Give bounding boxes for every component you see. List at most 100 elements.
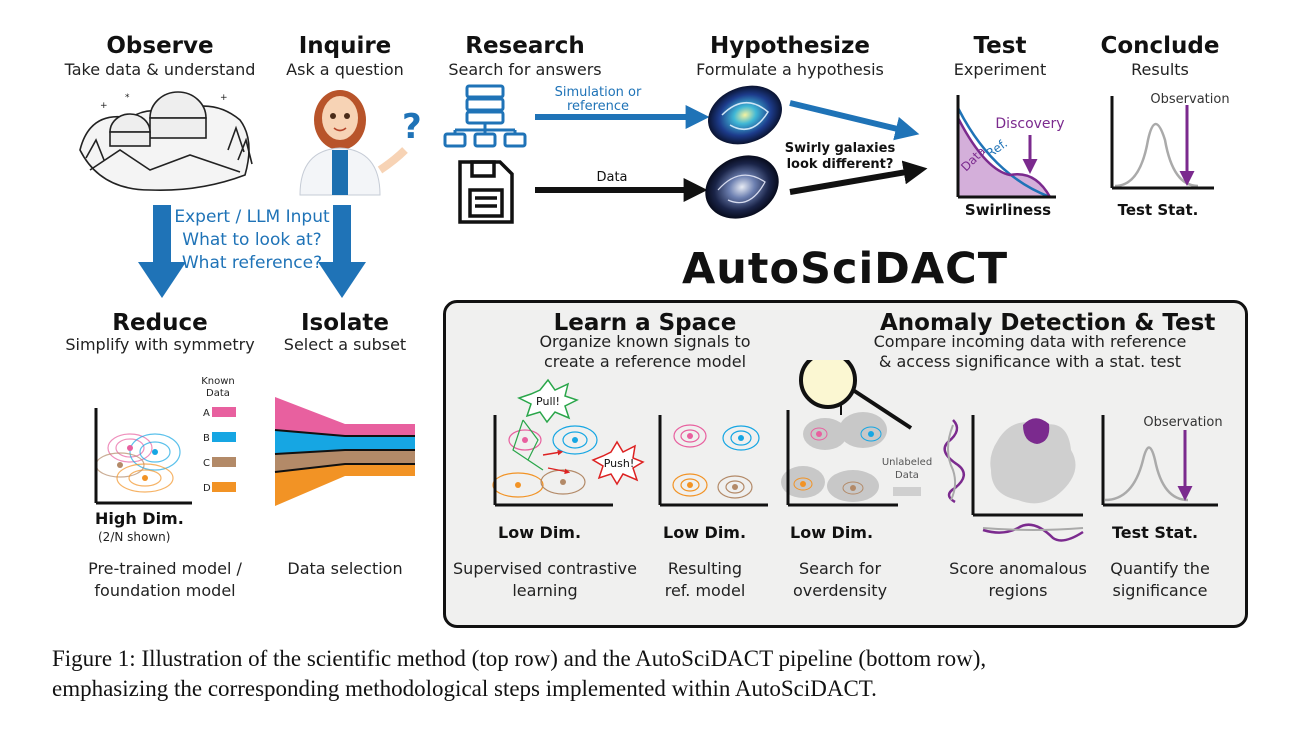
legend-swatch-a: [212, 407, 236, 417]
reduce-subtitle: Simplify with symmetry: [65, 335, 255, 354]
obs-label-2: Observation: [1143, 415, 1222, 430]
high-dim-note: (2/N shown): [98, 530, 171, 544]
test-plot: Discovery Ref. Data Swirliness: [956, 95, 1065, 219]
panel3-caption-1: Search for: [798, 559, 882, 578]
push-label: Push!: [604, 457, 635, 470]
svg-text:+: +: [100, 101, 108, 111]
step-test-subtitle: Experiment: [953, 60, 1047, 79]
panel1-caption-2: learning: [512, 581, 578, 600]
data-selection-bands: [274, 397, 415, 506]
legend-swatch-c: [212, 457, 236, 467]
panel3-xlabel: Low Dim.: [790, 523, 874, 542]
panel2-xlabel: Low Dim.: [663, 523, 747, 542]
step-conclude-subtitle: Results: [1131, 60, 1189, 79]
isolate-subtitle: Select a subset: [283, 335, 407, 354]
ref-label: Ref.: [984, 136, 1010, 160]
observation-label: Observation: [1150, 92, 1229, 107]
high-dim-label: High Dim.: [95, 509, 184, 528]
step-hypothesize-title: Hypothesize: [709, 33, 871, 59]
step-inquire-subtitle: Ask a question: [286, 60, 404, 79]
legend-label-b: B: [203, 433, 210, 444]
real-galaxy-image: [705, 155, 779, 219]
expert-input-1: Expert / LLM Input: [174, 207, 330, 227]
figure-caption-line-1: Figure 1: Illustration of the scientific…: [52, 646, 987, 671]
scientist-illustration: [299, 90, 408, 196]
simulated-galaxy-image: [708, 85, 782, 145]
step-test-title: Test: [973, 33, 1027, 59]
sim-label-2: reference: [567, 99, 629, 114]
magnifier-icon: [799, 360, 913, 430]
legend-title-1: Known: [201, 376, 235, 387]
panel3-caption-2: overdensity: [792, 581, 888, 600]
legend-swatch-b: [212, 432, 236, 442]
anomaly-score-plot: [943, 415, 1084, 542]
learn-space-sub-1: Organize known signals to: [539, 332, 751, 351]
autoscidact-panel: [443, 300, 1248, 628]
reduce-caption-1: Pre-trained model /: [88, 559, 242, 578]
step-research-subtitle: Search for answers: [448, 60, 602, 79]
legend-label-c: C: [203, 458, 210, 469]
question-mark-icon: ?: [402, 107, 422, 147]
step-conclude-title: Conclude: [1100, 33, 1220, 59]
panel5-caption-1: Quantify the: [1110, 559, 1210, 578]
step-inquire-title: Inquire: [298, 33, 392, 59]
isolate-caption: Data selection: [287, 559, 403, 578]
figure-caption: Figure 1: Illustration of the scientific…: [52, 644, 1262, 704]
panel1-caption-1: Supervised contrastive: [453, 559, 637, 578]
svg-text:*: *: [125, 93, 130, 103]
isolate-title: Isolate: [300, 310, 390, 336]
down-arrow-isolate: [318, 262, 366, 298]
conclude-plot: Observation Test Stat.: [1110, 92, 1230, 219]
legend-swatch-d: [212, 482, 236, 492]
server-network-icon: [443, 84, 527, 148]
panel2-caption-2: ref. model: [664, 581, 746, 600]
overdensity-plot: [781, 410, 898, 507]
panel5-caption-2: significance: [1112, 581, 1208, 600]
pipeline-graphics: Pull! Push!: [492, 360, 1223, 542]
hypothesis-q-2: look different?: [787, 157, 894, 172]
step-hypothesize-subtitle: Formulate a hypothesis: [696, 60, 884, 79]
test-stat-label: Test Stat.: [1118, 201, 1199, 219]
reduce-caption-2: foundation model: [94, 581, 236, 600]
panel4-caption-1: Score anomalous: [949, 559, 1087, 578]
panel4-caption-2: regions: [988, 581, 1048, 600]
step-observe-subtitle: Take data & understand: [64, 60, 256, 79]
down-arrow-reduce: [138, 262, 186, 298]
unlabeled-1: Unlabeled: [882, 457, 932, 468]
swirliness-label: Swirliness: [965, 201, 1051, 219]
panel2-caption-1: Resulting: [667, 559, 743, 578]
brand-title: AutoSciDACT: [682, 244, 1009, 294]
observatory-illustration: + * +: [79, 91, 253, 192]
anomaly-title: Anomaly Detection & Test: [880, 310, 1216, 336]
pull-label: Pull!: [536, 395, 560, 408]
step-observe-title: Observe: [106, 33, 214, 59]
significance-plot: Observation: [1101, 415, 1223, 507]
learn-space-title: Learn a Space: [553, 310, 737, 336]
legend-title-2: Data: [206, 388, 230, 399]
expert-input-3: What reference?: [182, 253, 322, 273]
contrastive-plot: [492, 378, 645, 507]
hypothesis-arrow-data: [789, 160, 928, 195]
anomaly-sub-2: & access significance with a stat. test: [878, 352, 1182, 371]
panel5-xlabel: Test Stat.: [1112, 523, 1199, 542]
reduce-title: Reduce: [112, 310, 208, 336]
floppy-disk-icon: [458, 160, 514, 224]
sim-label-1: Simulation or: [555, 85, 642, 100]
anomaly-sub-1: Compare incoming data with reference: [873, 332, 1187, 351]
expert-input-2: What to look at?: [182, 230, 321, 250]
unlabeled-data-bar: [893, 487, 921, 496]
learn-space-sub-2: create a reference model: [543, 352, 747, 371]
hypothesis-q-1: Swirly galaxies: [785, 141, 896, 156]
figure-caption-line-2: emphasizing the corresponding methodolog…: [52, 676, 877, 701]
legend-label-a: A: [203, 408, 210, 419]
discovery-label: Discovery: [995, 116, 1064, 132]
unlabeled-2: Data: [895, 470, 919, 481]
top-row-graphics: + * + ? Si: [79, 84, 1230, 298]
svg-text:+: +: [220, 93, 228, 103]
data-label: Data: [596, 170, 627, 185]
panel1-xlabel: Low Dim.: [498, 523, 582, 542]
high-dim-plot: [94, 408, 192, 505]
